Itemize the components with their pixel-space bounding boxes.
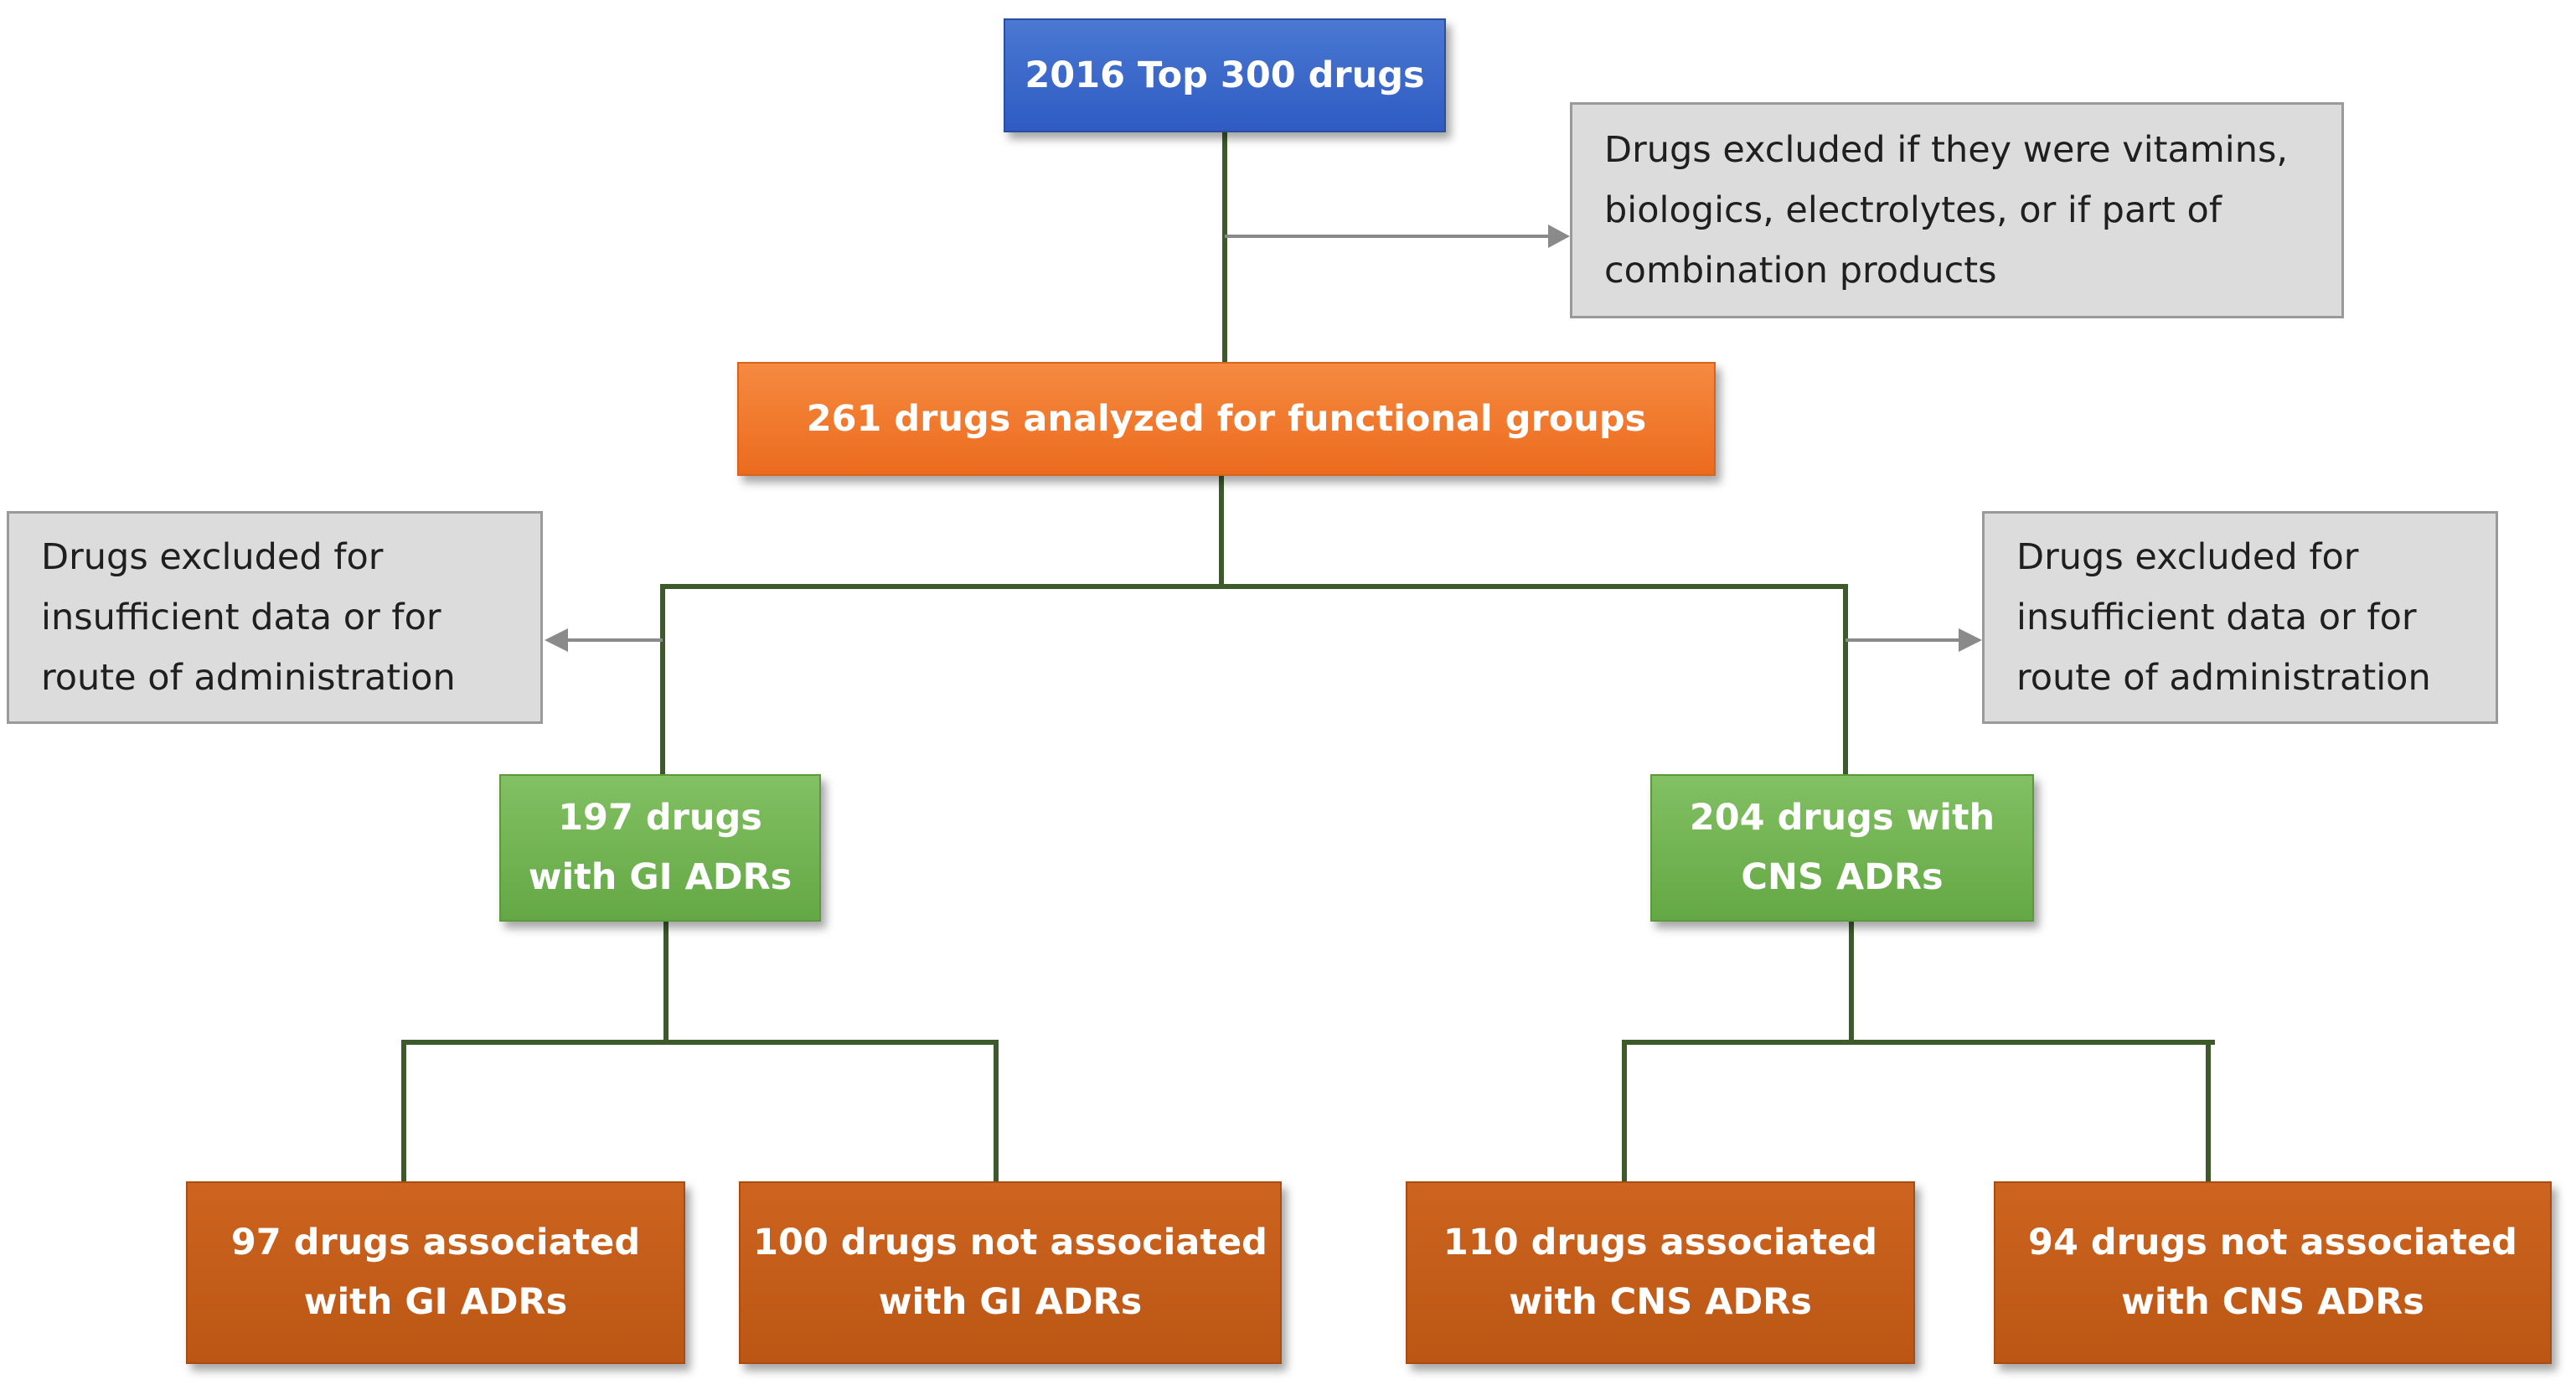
exclusion-left-line-3: route of administration [41,657,456,700]
exclusion-left-line-1: Drugs excluded for [41,535,384,578]
node-top-300-drugs: 2016 Top 300 drugs [1004,18,1446,132]
node-cns-not-associated-line-1: 94 drugs not associated [2028,1222,2517,1264]
node-cns-associated: 110 drugs associated with CNS ADRs [1406,1181,1915,1364]
exclusion-top-line-1: Drugs excluded if they were vitamins, [1604,128,2289,171]
node-cns-adrs: 204 drugs with CNS ADRs [1650,774,2034,922]
node-cns-adrs-line-2: CNS ADRs [1741,856,1944,898]
node-cns-adrs-line-1: 204 drugs with [1689,797,1995,840]
node-cns-associated-line-1: 110 drugs associated [1443,1222,1878,1264]
node-gi-not-associated: 100 drugs not associated with GI ADRs [739,1181,1282,1364]
exclusion-left-line-2: insufficient data or for [41,596,441,638]
node-gi-not-associated-line-1: 100 drugs not associated [753,1222,1267,1264]
node-gi-not-associated-line-2: with GI ADRs [878,1281,1143,1323]
node-gi-adrs-line-1: 197 drugs [558,797,762,840]
exclusion-top-line-2: biologics, electrolytes, or if part of [1604,189,2222,231]
exclusion-right-line-2: insufficient data or for [2016,596,2417,638]
exclusion-box-right: Drugs excluded for insufficient data or … [1982,511,2498,724]
node-gi-adrs-line-2: with GI ADRs [528,856,792,898]
arrowhead-exclusion-left [545,628,568,652]
node-gi-adrs: 197 drugs with GI ADRs [499,774,821,922]
node-261-analyzed-text: 261 drugs analyzed for functional groups [806,397,1647,440]
arrowhead-exclusion-top [1548,225,1570,248]
exclusion-box-left: Drugs excluded for insufficient data or … [7,511,543,724]
node-top-300-drugs-text: 2016 Top 300 drugs [1025,54,1425,96]
node-261-analyzed: 261 drugs analyzed for functional groups [737,362,1716,476]
node-gi-associated-line-1: 97 drugs associated [230,1222,641,1264]
node-gi-associated: 97 drugs associated with GI ADRs [186,1181,685,1364]
exclusion-right-line-3: route of administration [2016,657,2431,700]
exclusion-right-line-1: Drugs excluded for [2016,535,2359,578]
node-cns-associated-line-2: with CNS ADRs [1509,1281,1812,1323]
exclusion-box-top: Drugs excluded if they were vitamins, bi… [1570,102,2344,318]
node-cns-not-associated: 94 drugs not associated with CNS ADRs [1994,1181,2552,1364]
arrowhead-exclusion-right [1959,628,1982,652]
node-cns-not-associated-line-2: with CNS ADRs [2121,1281,2424,1323]
node-gi-associated-line-2: with GI ADRs [303,1281,568,1323]
exclusion-top-line-3: combination products [1604,250,1997,292]
